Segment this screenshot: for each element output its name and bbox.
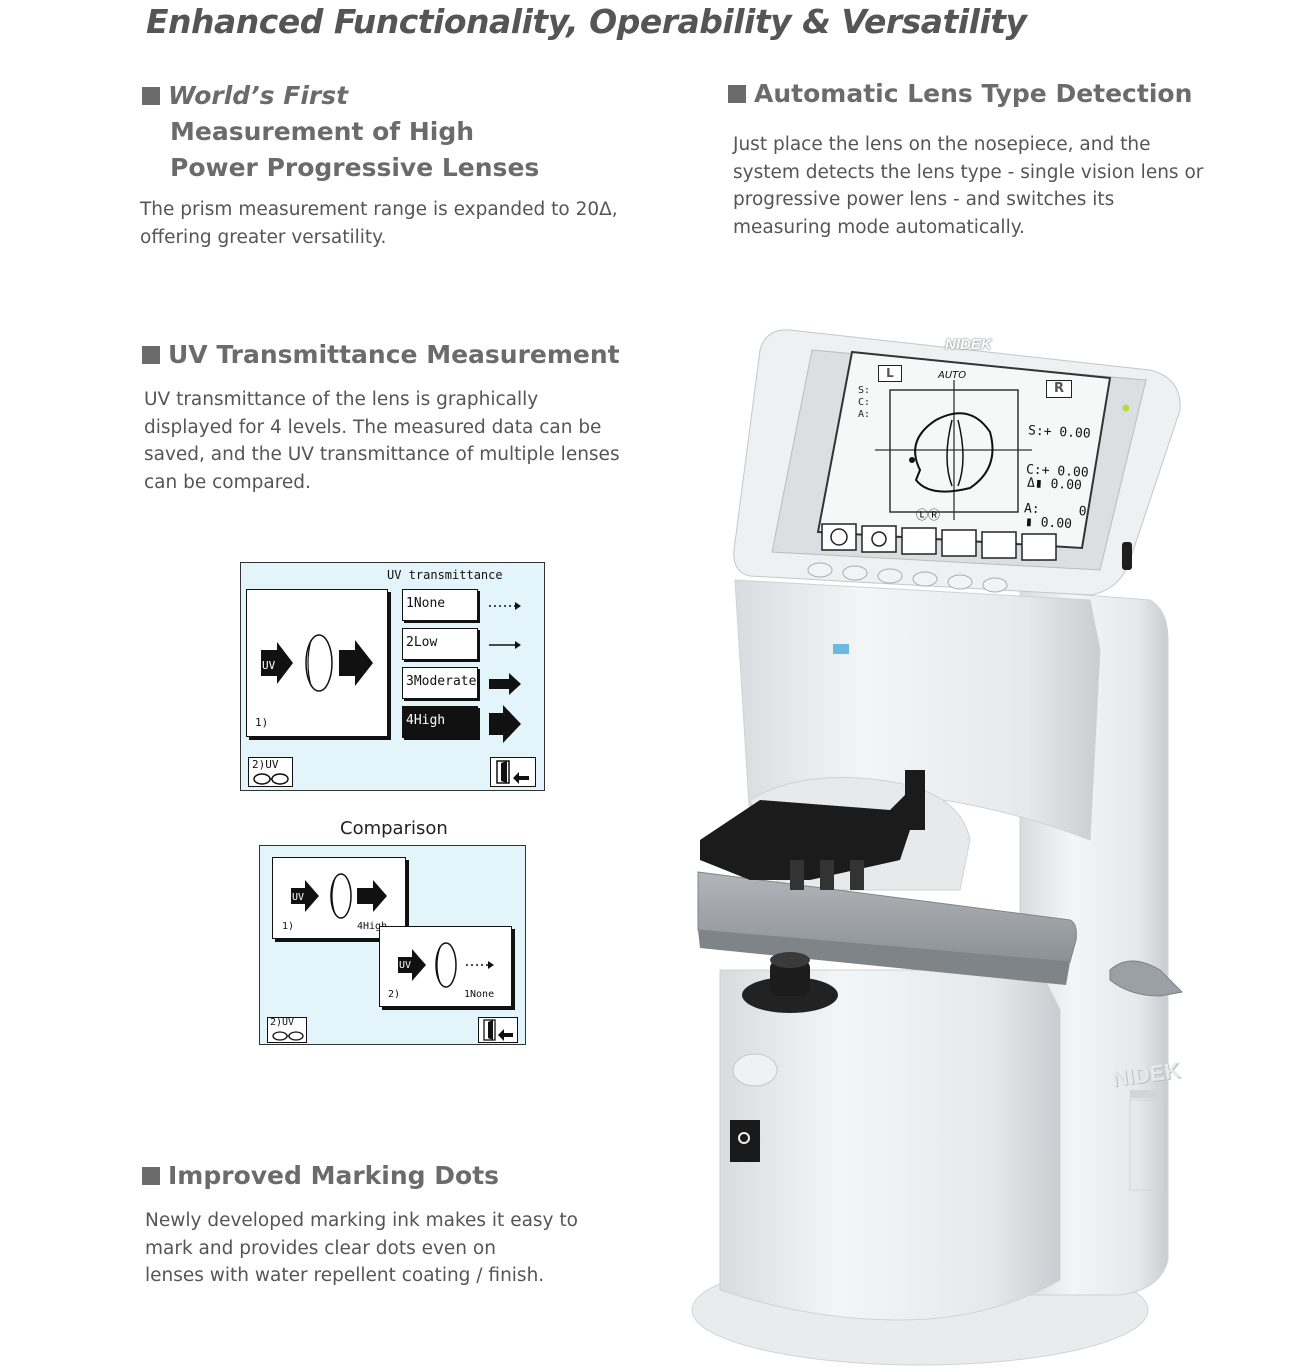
screen-prism-value: ▮ 0.00 <box>1024 514 1073 532</box>
level-label: 1None <box>464 989 495 1000</box>
heading-italic: World’s First <box>168 81 349 110</box>
heading-text: Improved Marking Dots <box>168 1161 500 1190</box>
exit-button[interactable] <box>490 757 536 787</box>
square-bullet-icon <box>142 87 160 105</box>
comparison-card-2: UV 2) 1None <box>379 926 512 1007</box>
body-line: saved, and the UV transmittance of multi… <box>144 444 620 465</box>
body-line: system detects the lens type - single vi… <box>733 161 1204 183</box>
body-line: The prism measurement range is expanded … <box>140 199 618 220</box>
comparison-card-1: UV 1) 4High <box>272 857 406 939</box>
slot-label: 1) <box>255 716 269 729</box>
uv-screen-title: UV transmittance <box>387 568 503 582</box>
page-title: Enhanced Functionality, Operability & Ve… <box>146 2 1027 41</box>
uv2-button[interactable]: 2)UV <box>267 1017 307 1043</box>
uv-tag: UV <box>399 960 412 971</box>
slot-label: 2) <box>388 989 401 1000</box>
exit-button[interactable] <box>478 1017 518 1043</box>
screen-left-labels: S: C: A: <box>858 385 870 421</box>
uv-transmittance-screen: UV transmittance UV 1) 1None 2Low 3Moder… <box>240 562 545 791</box>
heading-text: Automatic Lens Type Detection <box>754 79 1193 108</box>
body-line: Just place the lens on the nosepiece, an… <box>733 134 1151 155</box>
screen-label: C: <box>858 397 871 408</box>
uv-lens-diagram <box>398 942 494 988</box>
output-arrow-icon <box>339 640 373 686</box>
section-worlds-first-heading: World’s First <box>142 78 348 114</box>
level-button-low[interactable]: 2Low <box>402 628 478 660</box>
level-button-none[interactable]: 1None <box>402 589 478 621</box>
screen-prism-readings: Δ▮ 0.00 ▮ 0.00 <box>1023 451 1083 558</box>
level-label: 4High <box>357 921 388 932</box>
section-marking-heading: Improved Marking Dots <box>142 1158 499 1194</box>
slot-label: 1) <box>282 921 295 932</box>
medium-arrow-icon <box>489 673 521 695</box>
uv2-label: 2)UV <box>270 1017 295 1028</box>
output-arrow-icon <box>357 880 387 912</box>
body-line: mark and provides clear dots even on <box>145 1237 496 1259</box>
device-body-illustration <box>691 329 1184 1366</box>
uv-lens-diagram <box>291 873 387 919</box>
device-brand-logo: NIDEK <box>945 336 992 353</box>
screen-right-tag[interactable]: R <box>1046 380 1072 398</box>
body-line: measuring mode automatically. <box>733 216 1025 238</box>
glasses-icon <box>253 773 289 785</box>
section-auto-lens-heading: Automatic Lens Type Detection <box>728 76 1192 112</box>
level-button-high[interactable]: 4High <box>402 706 478 738</box>
screen-label: S: <box>858 385 871 396</box>
level-button-moderate[interactable]: 3Moderate <box>402 667 478 699</box>
glasses-icon <box>272 1031 304 1041</box>
body-line: can be compared. <box>144 471 311 493</box>
square-bullet-icon <box>142 1167 160 1185</box>
heading-text: UV Transmittance Measurement <box>168 340 620 369</box>
auto-lens-body: Just place the lens on the nosepiece, an… <box>733 131 1203 241</box>
uv-tag: UV <box>262 659 276 672</box>
screen-prism-value: Δ▮ 0.00 <box>1026 475 1083 494</box>
uv-display-panel: UV 1) <box>246 589 388 737</box>
body-line: displayed for 4 levels. The measured dat… <box>144 416 602 438</box>
exit-door-icon <box>483 1019 513 1041</box>
uv-lens-diagram <box>261 634 373 692</box>
screen-sphere-value: S:+ 0.00 <box>1027 423 1092 442</box>
uv-tag: UV <box>292 892 305 903</box>
uv-arrow-icon <box>398 949 426 981</box>
lensmeter-device: NIDEK NIDEK L R AUTO S: C: A: S:+ 0.00 C… <box>690 320 1190 1370</box>
exit-door-icon <box>496 760 529 784</box>
screen-left-tag[interactable]: L <box>878 365 902 382</box>
worlds-first-heading-line-2: Power Progressive Lenses <box>170 153 540 182</box>
lens-icon <box>435 942 457 988</box>
marking-body: Newly developed marking ink makes it eas… <box>145 1207 578 1290</box>
lens-icon <box>330 873 352 919</box>
body-line: UV transmittance of the lens is graphica… <box>144 389 539 410</box>
screen-lr-mark: ⓁⓇ <box>916 508 941 522</box>
comparison-caption: Comparison <box>340 818 448 839</box>
worlds-first-body: The prism measurement range is expanded … <box>140 196 618 251</box>
body-line: lenses with water repellent coating / fi… <box>145 1265 545 1286</box>
square-bullet-icon <box>142 346 160 364</box>
body-line: Newly developed marking ink makes it eas… <box>145 1210 578 1231</box>
screen-label: A: <box>858 409 871 420</box>
section-uv-heading: UV Transmittance Measurement <box>142 337 620 373</box>
uv2-button[interactable]: 2)UV <box>248 757 293 787</box>
uv-arrow-icon <box>291 880 319 912</box>
uv2-label: 2)UV <box>252 758 279 771</box>
screen-mode-label: AUTO <box>938 370 967 381</box>
thick-arrow-icon <box>489 705 521 743</box>
uv-arrow-icon <box>261 642 293 684</box>
worlds-first-heading-line-1: Measurement of High <box>170 117 475 146</box>
square-bullet-icon <box>728 85 746 103</box>
comparison-screen: UV 1) 4High UV 2) 1None 2)UV <box>259 845 526 1045</box>
level-arrows <box>489 602 521 743</box>
lens-icon <box>305 634 333 692</box>
body-line: progressive power lens - and switches it… <box>733 189 1115 210</box>
uv-body: UV transmittance of the lens is graphica… <box>144 386 620 496</box>
body-line: offering greater versatility. <box>140 226 387 248</box>
